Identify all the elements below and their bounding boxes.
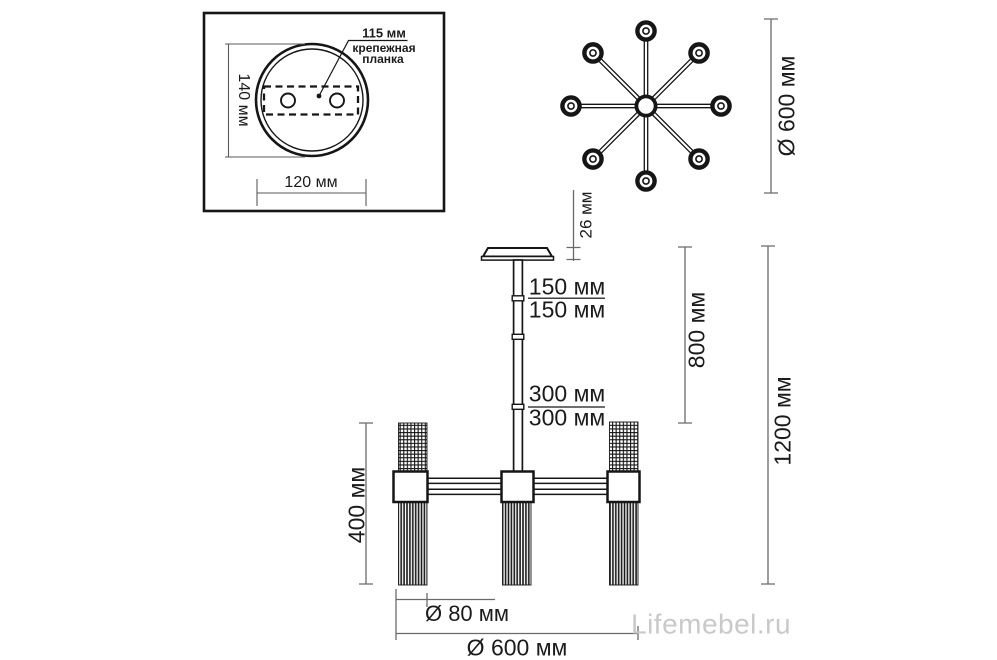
arms-top-view: [581, 41, 711, 171]
rod: [512, 259, 524, 473]
lamp-upper-tube: [609, 421, 639, 472]
hub-top-view: [634, 94, 658, 118]
lamp-block: [500, 470, 535, 504]
lamp-height-label: 400 мм: [343, 466, 370, 544]
dim-120-lines: [256, 179, 367, 206]
lamp-top-view: [582, 42, 604, 64]
dim-lamp-height-line: [359, 422, 373, 585]
lamp-diameter-label: Ø 80 мм: [424, 601, 510, 626]
dim-lamp-diameter-line: [395, 589, 495, 640]
dim-140-lines: [225, 43, 305, 158]
fraction-divider-lines: [528, 297, 605, 408]
rod-joint: [511, 403, 525, 410]
dim-top-diameter-line: [764, 18, 778, 194]
top-view-drawing: [560, 18, 778, 194]
screw-hole-left: [280, 92, 296, 109]
dim-total-height-line: [761, 245, 775, 585]
canopy-height-label: 140 мм: [235, 73, 252, 127]
watermark: Lifemebel.ru: [631, 608, 792, 640]
canopy-thickness-label: 26 мм: [576, 191, 596, 239]
rod-upper-segment-b-label: 150 мм: [528, 296, 606, 323]
lamp-lower-tube: [502, 501, 532, 586]
plate-width-label: 115 мм: [362, 25, 406, 41]
dim-canopy-thickness-line: [566, 190, 581, 261]
canopy-outer-circle: [254, 42, 370, 158]
lamp-top-view: [710, 95, 732, 117]
rod-joint: [511, 295, 525, 302]
lamp-upper-tube: [398, 422, 428, 472]
lamp-top-view: [582, 148, 604, 170]
dim-total-diameter-line: [396, 626, 639, 640]
total-height-label: 1200 мм: [769, 376, 796, 466]
ceiling-canopy: [481, 247, 554, 258]
rod-joint: [511, 333, 525, 340]
dim-body-height-line: [678, 246, 692, 424]
lamp-top-view: [635, 170, 657, 192]
lamp-lower-tube: [398, 501, 428, 586]
lamps-top-view: [560, 20, 732, 192]
lamp-blocks: [392, 470, 641, 504]
plate-name-line1: крепежная: [352, 41, 416, 55]
lamp-top-view: [688, 148, 710, 170]
rod-lower-segment-a-label: 300 мм: [528, 380, 606, 407]
lamp-lower-tube: [609, 501, 639, 586]
lamp-tubes: [398, 421, 639, 586]
top-view-diameter-label: Ø 600 мм: [773, 55, 800, 157]
mounting-plate-dashed-rect: [262, 85, 360, 116]
front-view-drawing: [359, 190, 775, 640]
canopy-inner-circle: [260, 48, 364, 152]
mount-detail-drawing: [202, 11, 446, 213]
screw-hole-right: [329, 92, 345, 109]
rod-upper-segment-a-label: 150 мм: [528, 273, 606, 300]
lamp-block: [606, 470, 641, 504]
lamp-top-view: [635, 20, 657, 42]
arm-tubes-front-view: [427, 477, 608, 496]
body-height-label: 800 мм: [683, 291, 710, 369]
rod-lower-segment-b-label: 300 мм: [528, 404, 606, 431]
plate-name-line2: планка: [362, 52, 404, 66]
dimension-lines: [359, 190, 775, 640]
lamp-top-view: [560, 95, 582, 117]
lamp-block: [392, 470, 429, 504]
canopy-width-label: 120 мм: [284, 174, 338, 191]
leader-line: [318, 39, 408, 97]
lamp-top-view: [688, 42, 710, 64]
total-diameter-label: Ø 600 мм: [466, 634, 568, 660]
